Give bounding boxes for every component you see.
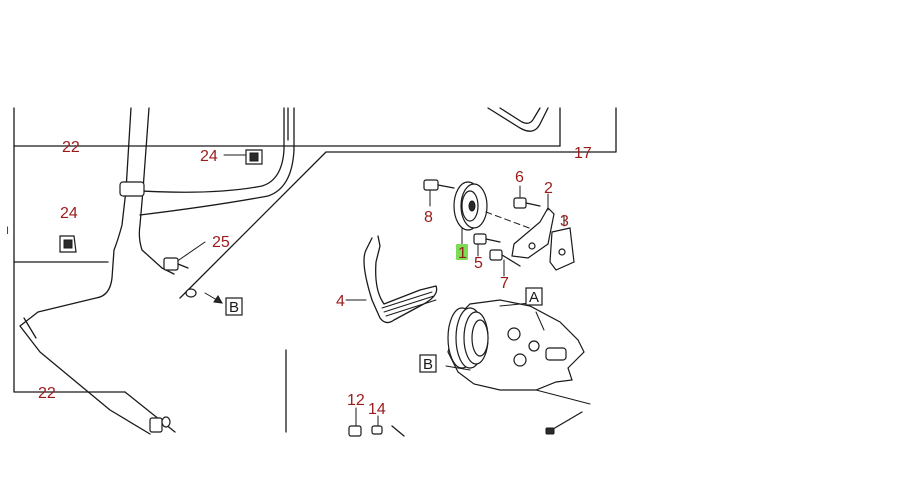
fitting-14 — [371, 415, 405, 437]
bracket-2 — [511, 193, 555, 259]
callout-22-top: 22 — [62, 139, 80, 156]
drive-belt-4 — [345, 235, 438, 324]
bolt-5 — [473, 233, 501, 257]
ref-a-label: A — [529, 289, 539, 306]
callout-17: 17 — [574, 145, 592, 162]
idler-pulley-1 — [453, 181, 541, 247]
callout-7: 7 — [500, 275, 509, 292]
callout-5: 5 — [474, 255, 483, 272]
bolt-25 — [163, 241, 223, 304]
callout-22-bottom: 22 — [38, 385, 56, 402]
plate-3 — [549, 215, 575, 271]
ref-b-hose-label: B — [229, 299, 239, 316]
callout-6: 6 — [515, 169, 524, 186]
callout-14: 14 — [368, 401, 386, 418]
callout-4: 4 — [336, 293, 345, 310]
ac-hose-lines — [19, 107, 295, 435]
fitting-12 — [348, 407, 362, 437]
clip-24-left — [59, 235, 77, 253]
ref-box-a: A — [525, 287, 543, 306]
callout-24-top: 24 — [200, 148, 218, 165]
callout-24-left: 24 — [60, 205, 78, 222]
ref-box-b-hose: B — [225, 297, 243, 316]
bolt-8 — [423, 179, 455, 207]
ref-b-compressor-label: B — [423, 356, 433, 373]
edge-mark: I — [6, 225, 9, 237]
ac-compressor — [445, 299, 591, 435]
callout-1-highlight — [456, 244, 468, 260]
callout-1: 1 — [458, 245, 467, 262]
hose-top-right — [487, 107, 561, 147]
callout-3: 3 — [560, 213, 569, 230]
callout-8: 8 — [424, 209, 433, 226]
ref-box-b-compressor: B — [419, 354, 437, 373]
bolt-6 — [513, 185, 541, 209]
callout-12: 12 — [347, 392, 365, 409]
clip-24-top — [223, 149, 263, 165]
callout-25: 25 — [212, 234, 230, 251]
bolt-7 — [489, 249, 521, 277]
hose-clip-lower — [149, 416, 171, 433]
callout-2: 2 — [544, 180, 553, 197]
